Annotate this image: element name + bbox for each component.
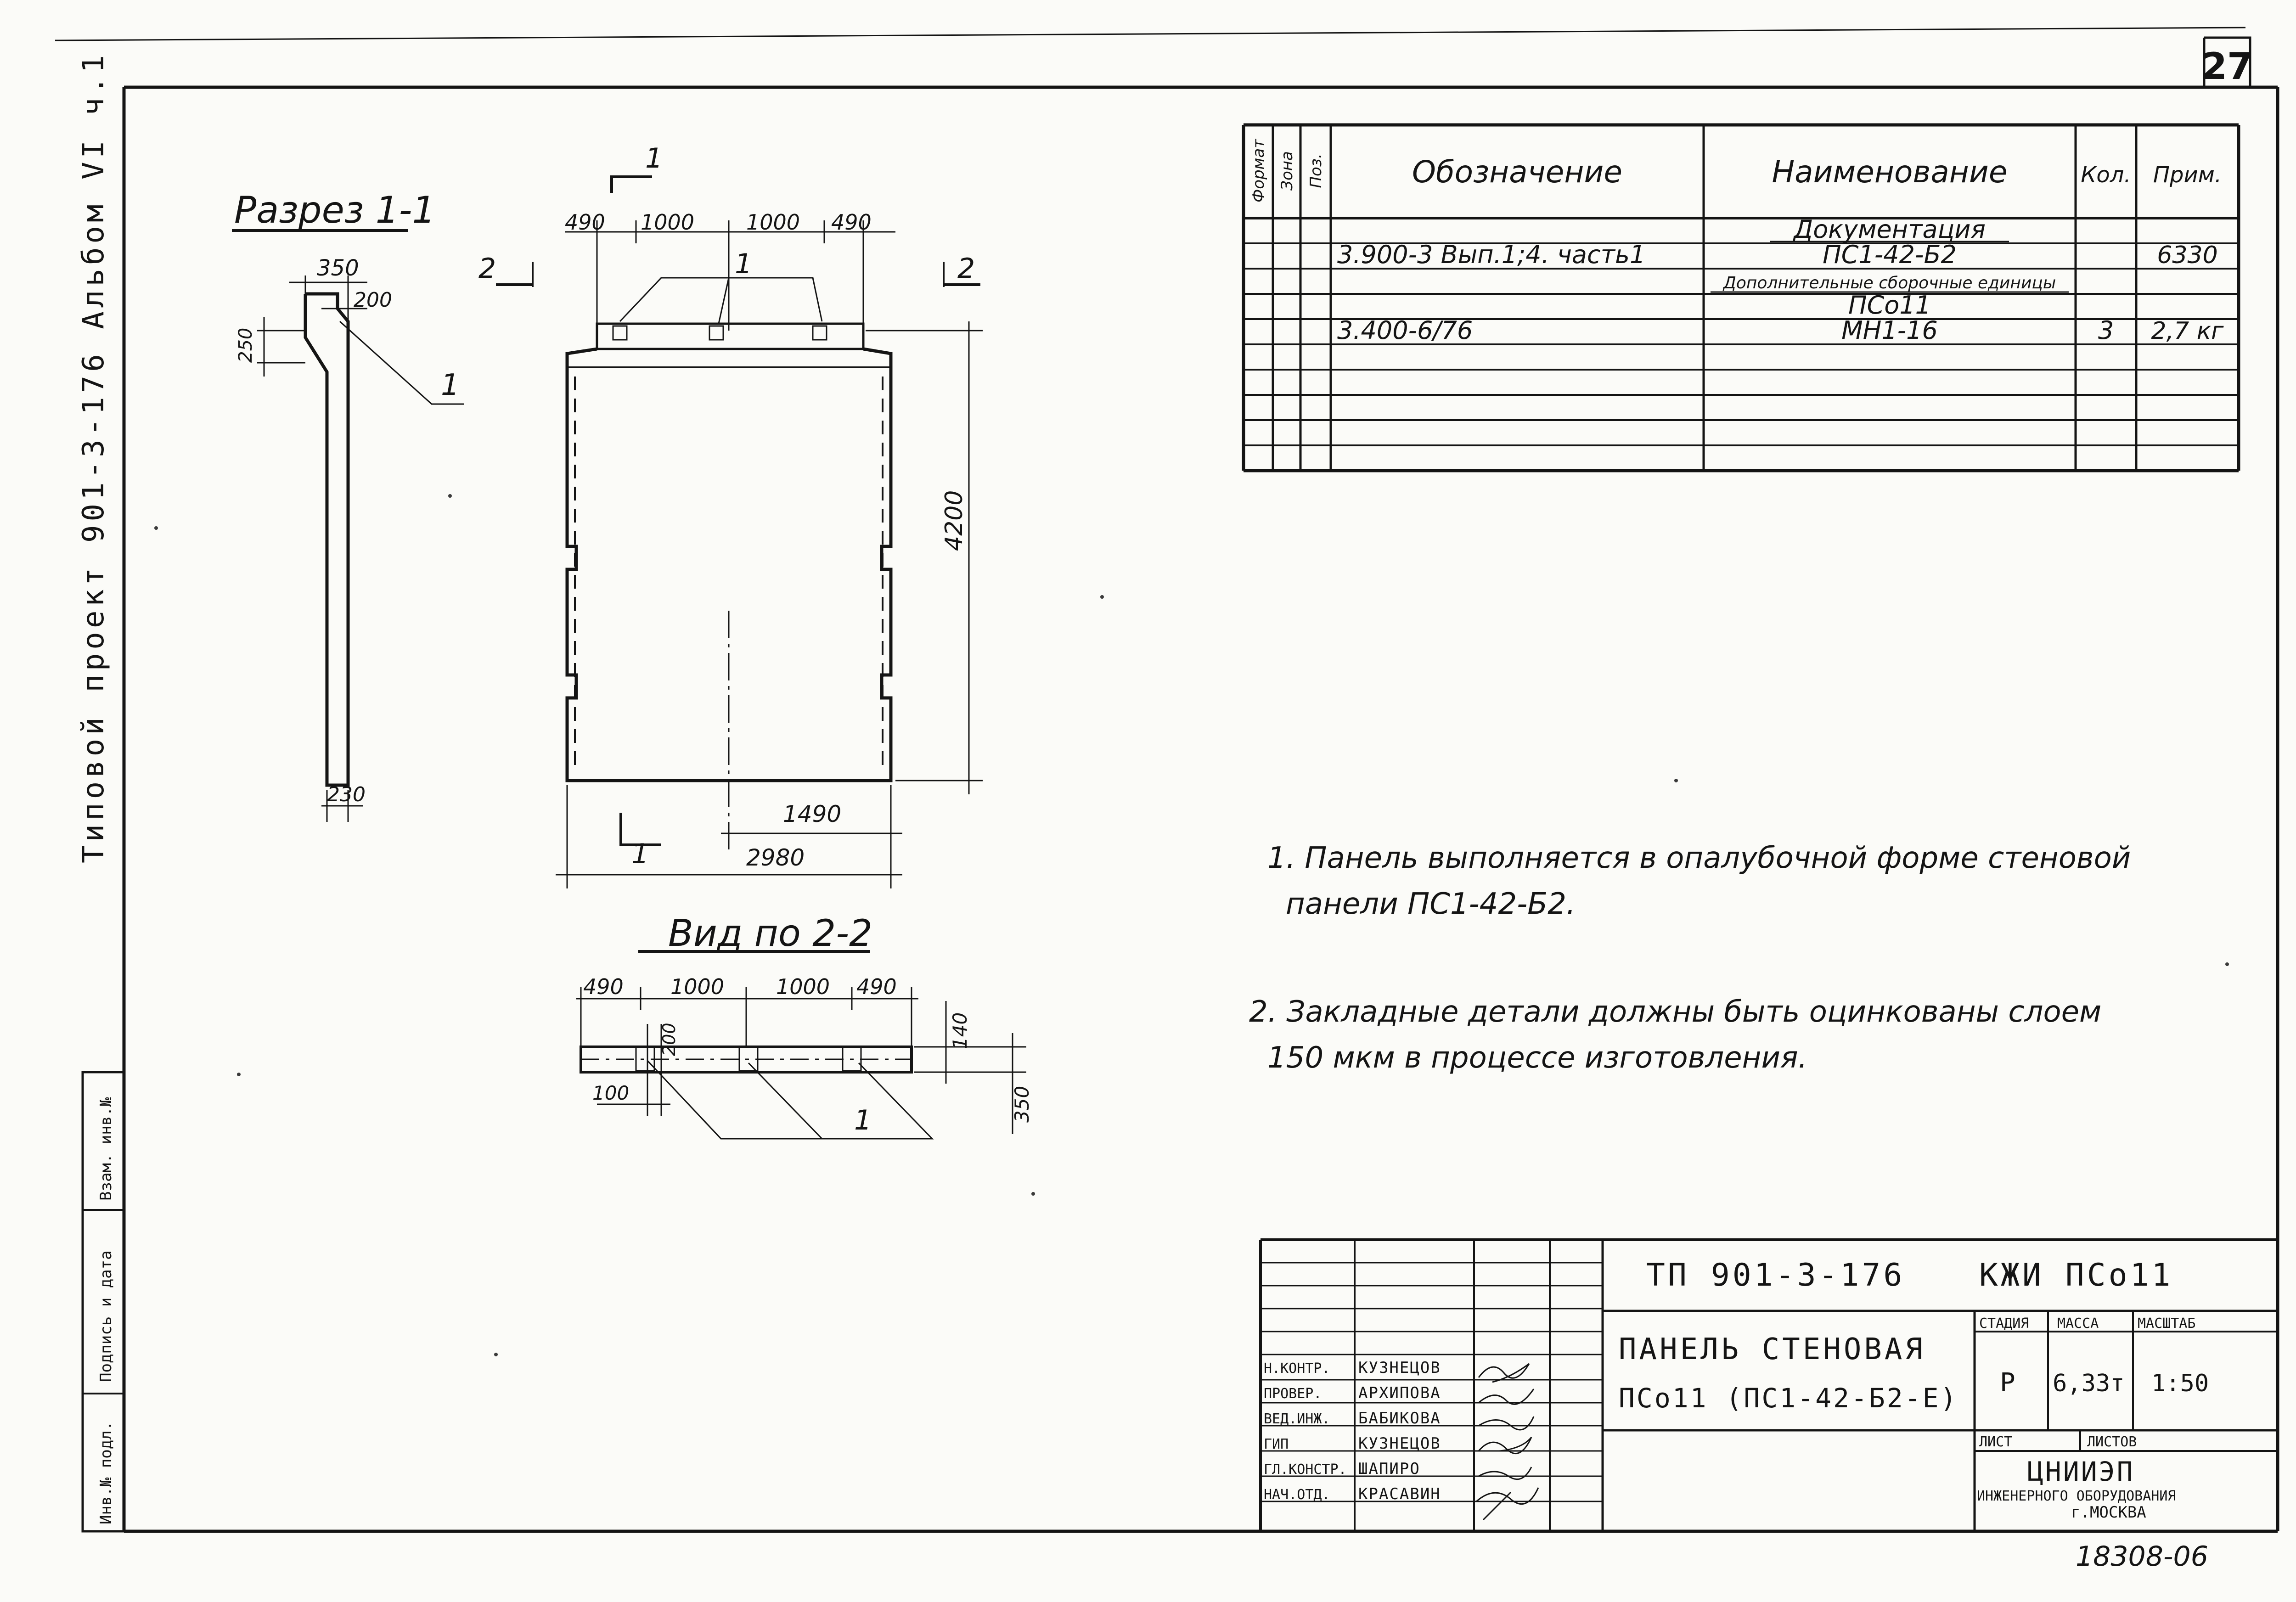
org-city: г.МОСКВА bbox=[2071, 1503, 2146, 1522]
section-dim-200: 200 bbox=[354, 288, 392, 312]
tb-role-2: ВЕД.ИНЖ. bbox=[1264, 1411, 1330, 1427]
cut-mark-2-left: 2 bbox=[478, 253, 496, 285]
tb-role-3: ГИП bbox=[1264, 1436, 1289, 1452]
spec-cell-r1-c4: ПС1-42-Б2 bbox=[1823, 240, 1957, 269]
elev-dim-4200: 4200 bbox=[940, 490, 968, 551]
tb-role-5: НАЧ.ОТД. bbox=[1264, 1487, 1330, 1503]
title-block-rows bbox=[1261, 1262, 1603, 1502]
note-2-line-2: 150 мкм в процессе изготовления. bbox=[1267, 1041, 1807, 1075]
tb-name-2: БАБИКОВА bbox=[1358, 1409, 1441, 1428]
spec-cell-r2-c4: Дополнительные сборочные единицы bbox=[1722, 274, 2056, 292]
spec-header-3: Обозначение bbox=[1412, 154, 1622, 190]
scan-specks bbox=[154, 494, 2229, 1356]
panel-name-2: ПСо11 (ПС1-42-Б2-Е) bbox=[1619, 1383, 1958, 1414]
spec-cell-r4-c6: 2,7 кг bbox=[2151, 317, 2224, 345]
elev-dim-1490: 1490 bbox=[783, 801, 841, 827]
value-scale: 1:50 bbox=[2151, 1370, 2209, 1397]
view22-dim-490-left: 490 bbox=[583, 974, 624, 999]
spec-cell-r4-c5: 3 bbox=[2098, 316, 2114, 345]
section-callout: 1 bbox=[441, 368, 460, 402]
org-dept: ИНЖЕНЕРНОГО ОБОРУДОВАНИЯ bbox=[1977, 1488, 2176, 1504]
tb-name-0: КУЗНЕЦОВ bbox=[1358, 1359, 1441, 1377]
title-block-grid bbox=[1259, 1238, 2278, 1531]
spec-header-0: Формат bbox=[1249, 139, 1268, 202]
signatures bbox=[1476, 1363, 1539, 1521]
view22-dim-140: 140 bbox=[949, 1012, 971, 1049]
elev-callout: 1 bbox=[735, 248, 752, 280]
project-code: ТП 901-3-176 bbox=[1646, 1257, 1905, 1293]
label-sheet: ЛИСТ bbox=[1979, 1434, 2012, 1450]
note-1-line-1: 1. Панель выполняется в опалубочной форм… bbox=[1267, 841, 2131, 875]
side-approval-strip bbox=[81, 1071, 125, 1533]
view22-dim-100: 100 bbox=[592, 1082, 629, 1104]
elev-dim-490-right: 490 bbox=[831, 210, 872, 235]
elev-dim-1000-right: 1000 bbox=[746, 210, 800, 235]
label-sheets: ЛИСТОВ bbox=[2087, 1434, 2137, 1450]
section-dim-350: 350 bbox=[317, 255, 359, 281]
tb-name-1: АРХИПОВА bbox=[1358, 1384, 1441, 1402]
side-stamp: Типовой проект 901-3-176 Альбом VI ч.1 bbox=[77, 51, 111, 863]
spec-header-2: Поз. bbox=[1307, 153, 1325, 188]
value-mass: 6,33т bbox=[2053, 1370, 2125, 1397]
spec-cell-r3-c4: ПСо11 bbox=[1848, 291, 1931, 320]
view-2-2 bbox=[576, 950, 1026, 1140]
view22-title: Вид по 2-2 bbox=[668, 912, 872, 955]
spec-cell-r4-c3: 3.400-6/76 bbox=[1337, 316, 1473, 345]
spec-cell-r0-c4: Документация bbox=[1793, 215, 1986, 244]
cut-mark-2-right: 2 bbox=[957, 253, 975, 285]
spec-header-6: Прим. bbox=[2153, 162, 2222, 188]
tb-name-4: ШАПИРО bbox=[1358, 1460, 1420, 1478]
view22-dim-1000-left: 1000 bbox=[670, 974, 724, 999]
tb-name-5: КРАСАВИН bbox=[1358, 1485, 1441, 1503]
section-dim-230: 230 bbox=[327, 783, 366, 806]
tb-role-1: ПРОВЕР. bbox=[1264, 1386, 1322, 1402]
view22-dim-350: 350 bbox=[1011, 1086, 1033, 1123]
section-1-1 bbox=[232, 229, 464, 822]
section-dim-250: 250 bbox=[235, 328, 256, 363]
spec-cell-r1-c3: 3.900-3 Вып.1;4. часть1 bbox=[1337, 240, 1645, 269]
panel-elevation bbox=[496, 175, 983, 888]
cut-mark-1-bottom: 1 bbox=[631, 838, 649, 870]
org-name: ЦНИИЭП bbox=[2027, 1456, 2135, 1487]
side-field-replace: Взам. инв.№ bbox=[97, 1097, 115, 1201]
spec-table-grid bbox=[1242, 123, 2240, 472]
panel-name-1: ПАНЕЛЬ СТЕНОВАЯ bbox=[1619, 1332, 1925, 1366]
spec-cell-r4-c4: МН1-16 bbox=[1841, 316, 1938, 345]
drawing-mark: КЖИ ПСо11 bbox=[1979, 1257, 2173, 1293]
view22-dim-200: 200 bbox=[659, 1023, 679, 1056]
spec-header-4: Наименование bbox=[1772, 154, 2008, 190]
tb-role-4: ГЛ.КОНСТР. bbox=[1264, 1461, 1347, 1478]
sheet-number: 27 bbox=[2201, 45, 2252, 88]
spec-table: Формат Зона Поз. Обозначение Наименование Кол… bbox=[1249, 139, 2224, 345]
label-stage: СТАДИЯ bbox=[1979, 1315, 2029, 1332]
spec-cell-r1-c6: 6330 bbox=[2157, 242, 2217, 269]
label-mass: МАССА bbox=[2057, 1315, 2099, 1332]
tb-role-0: Н.КОНТР. bbox=[1264, 1360, 1330, 1377]
elev-dim-490-left: 490 bbox=[565, 210, 605, 235]
section-title: Разрез 1-1 bbox=[234, 189, 435, 231]
elev-dim-2980: 2980 bbox=[746, 844, 805, 871]
note-1-line-2: панели ПС1-42-Б2. bbox=[1286, 887, 1576, 921]
view22-callout: 1 bbox=[854, 1104, 872, 1136]
title-block-people: Н.КОНТР. КУЗНЕЦОВ ПРОВЕР. АРХИПОВА ВЕД.ИНЖ. Б… bbox=[1264, 1359, 1441, 1503]
view22-dim-1000-right: 1000 bbox=[776, 974, 830, 999]
side-field-sign: Подпись и дата bbox=[97, 1250, 115, 1382]
side-field-inv: Инв.№ подл. bbox=[97, 1421, 115, 1524]
cut-mark-1-top: 1 bbox=[645, 142, 663, 174]
spec-header-1: Зона bbox=[1278, 151, 1296, 191]
view22-dim-490-right: 490 bbox=[856, 974, 897, 999]
spec-header-5: Кол. bbox=[2081, 162, 2131, 188]
elev-dim-1000-left: 1000 bbox=[641, 210, 694, 235]
tb-name-3: КУЗНЕЦОВ bbox=[1358, 1434, 1441, 1453]
value-stage: Р bbox=[2000, 1368, 2015, 1398]
archive-number: 18308-06 bbox=[2076, 1540, 2208, 1573]
label-scale: МАСШТАБ bbox=[2138, 1315, 2195, 1332]
note-2-line-1: 2. Закладные детали должны быть оцинкова… bbox=[1249, 995, 2101, 1029]
